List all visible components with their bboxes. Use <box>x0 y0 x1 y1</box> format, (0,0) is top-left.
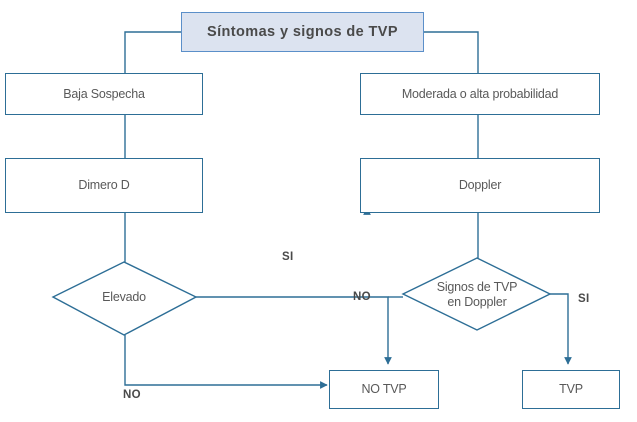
node-doppler: Doppler <box>360 158 600 213</box>
node-baja-sospecha: Baja Sospecha <box>5 73 203 115</box>
edge-elevado-si-to-no-tvp <box>196 296 392 365</box>
edge-label-si-right: SI <box>578 293 590 305</box>
edge-label-no-center: NO <box>353 291 371 303</box>
node-no-tvp: NO TVP <box>329 370 439 409</box>
node-moderada-alta-probabilidad: Moderada o alta probabilidad <box>360 73 600 115</box>
edge-label-no-bottom: NO <box>123 389 141 401</box>
edge-label-si-center: SI <box>282 251 294 263</box>
edge-elevado-no-to-no-tvp <box>124 335 328 389</box>
edge-root-to-moderada <box>424 31 479 73</box>
node-title: Síntomas y signos de TVP <box>181 12 424 52</box>
edge-root-to-baja <box>124 31 181 73</box>
edge-signos-si-to-tvp <box>550 293 572 365</box>
diamond-signos-tvp <box>401 257 552 331</box>
node-dimero-d: Dimero D <box>5 158 203 213</box>
diamond-elevado <box>51 261 198 336</box>
node-tvp: TVP <box>522 370 620 409</box>
